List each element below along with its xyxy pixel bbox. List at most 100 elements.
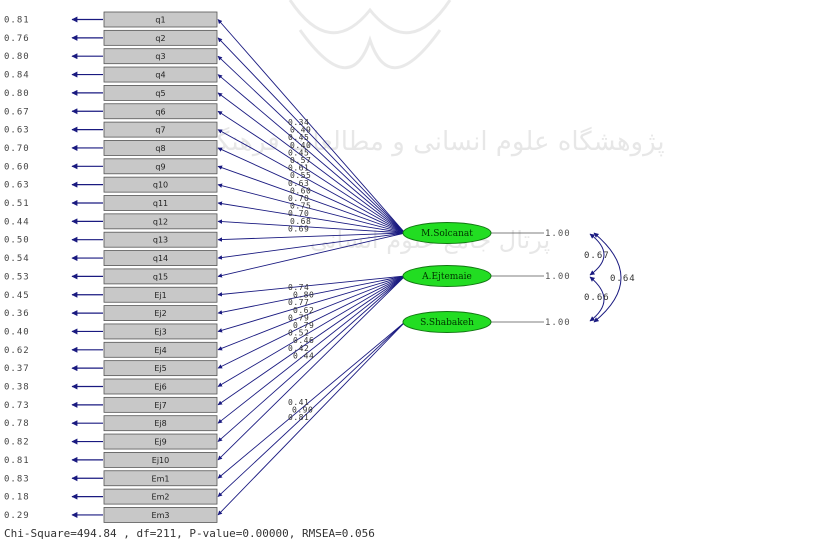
indicator-box[interactable] [103, 341, 218, 358]
error-variance-label: 0.84 [4, 71, 30, 81]
error-variance-label: 0.63 [4, 126, 30, 136]
indicator-box[interactable] [103, 415, 218, 432]
loading-path [217, 92, 406, 234]
indicator-box[interactable] [103, 268, 218, 285]
indicator-box[interactable] [103, 29, 218, 46]
indicator-box[interactable] [103, 433, 218, 450]
indicator-box[interactable] [103, 103, 218, 120]
indicator-box[interactable] [103, 121, 218, 138]
indicator-box[interactable] [103, 66, 218, 83]
loading-label: 0.69 [288, 224, 309, 233]
loading-path [217, 275, 406, 406]
error-variance-label: 0.51 [4, 199, 30, 209]
loading-label: 0.41 [288, 398, 309, 407]
loading-label: 0.60 [290, 186, 311, 195]
indicator-box[interactable] [103, 396, 218, 413]
loading-path [217, 275, 406, 387]
loading-path [217, 183, 406, 234]
error-variance-label: 0.78 [4, 419, 30, 429]
indicator-box[interactable] [103, 305, 218, 322]
error-variance-label: 0.80 [4, 52, 30, 62]
covariance-arc [589, 276, 605, 322]
indicator-box[interactable] [103, 85, 218, 101]
loading-path [217, 275, 406, 369]
loading-label: 0.62 [293, 306, 314, 315]
error-variance-label: 0.60 [4, 162, 30, 172]
error-variance-label: 0.76 [4, 34, 30, 44]
error-variance-label: 0.67 [4, 107, 30, 117]
factor-ellipse[interactable] [402, 265, 492, 287]
loading-label: 0.42 [288, 344, 309, 353]
loading-path [217, 321, 406, 516]
factor-label: M.Solcanat [421, 229, 473, 239]
loading-label: 0.61 [288, 164, 309, 173]
loading-path [217, 232, 406, 260]
indicator-box[interactable] [103, 360, 218, 377]
error-variance-label: 0.82 [4, 438, 30, 448]
loading-path [217, 275, 406, 424]
indicator-label: q10 [153, 181, 168, 190]
error-variance-label: 0.81 [4, 16, 30, 26]
indicator-label: Em3 [152, 511, 170, 520]
covariance-label: 0.67 [584, 251, 610, 261]
loading-path [217, 165, 406, 234]
loading-label: 0.81 [288, 413, 309, 422]
indicator-label: Ej1 [154, 291, 166, 300]
indicator-box[interactable] [103, 507, 218, 523]
error-variance-label: 0.62 [4, 346, 30, 356]
loading-path [217, 275, 406, 461]
loading-path [217, 232, 406, 278]
indicator-box[interactable] [103, 213, 218, 230]
watermark-emblem: پژوهشگاه علوم انسانی و مطالعات فرهنگی پر… [195, 0, 665, 254]
factor-ellipse[interactable] [402, 311, 492, 333]
indicator-label: Ej2 [154, 309, 166, 318]
indicator-label: q7 [155, 126, 165, 135]
error-variance-label: 0.83 [4, 474, 30, 484]
error-variance-label: 0.38 [4, 383, 30, 393]
indicator-label: q12 [153, 217, 168, 226]
loading-label: 0.70 [288, 209, 309, 218]
factor-ellipse[interactable] [402, 222, 492, 244]
covariance-label: 0.64 [610, 274, 636, 284]
indicators-layer [103, 11, 218, 523]
indicator-box[interactable] [103, 250, 218, 266]
indicator-label: q2 [155, 34, 165, 43]
error-variance-label: 0.54 [4, 254, 30, 264]
indicator-box[interactable] [103, 286, 218, 303]
loading-label: 0.75 [290, 202, 311, 211]
loading-label: 0.80 [293, 291, 314, 300]
indicator-label: q4 [155, 71, 165, 80]
indicator-box[interactable] [103, 488, 218, 505]
loading-label: 0.74 [288, 283, 309, 292]
error-variance-label: 0.18 [4, 493, 30, 503]
indicator-label: Ej8 [154, 419, 166, 428]
indicator-box[interactable] [103, 378, 218, 395]
loading-path [217, 129, 406, 234]
loading-path [217, 55, 406, 234]
loading-path [217, 275, 406, 333]
loading-path [217, 275, 406, 351]
indicator-box[interactable] [103, 11, 218, 28]
loading-path [217, 232, 406, 242]
indicator-box[interactable] [103, 176, 218, 193]
loading-label: 0.79 [288, 313, 309, 322]
indicator-label: Ej7 [154, 401, 166, 410]
indicator-box[interactable] [103, 470, 218, 487]
indicator-box[interactable] [103, 231, 218, 248]
loading-path [217, 201, 406, 234]
indicator-box[interactable] [103, 158, 218, 175]
indicator-box[interactable] [103, 48, 218, 65]
loading-label: 0.45 [288, 148, 309, 157]
fit-statistics: Chi-Square=494.84 , df=211, P-value=0.00… [4, 527, 375, 540]
loading-path [217, 147, 406, 234]
indicator-box[interactable] [103, 195, 218, 211]
indicator-box[interactable] [103, 140, 218, 156]
indicator-box[interactable] [103, 323, 218, 340]
indicator-label: q5 [155, 89, 165, 98]
indicator-label: q6 [155, 107, 165, 116]
error-variance-label: 0.37 [4, 364, 30, 374]
indicator-box[interactable] [103, 451, 218, 468]
error-variance-label: 0.36 [4, 309, 30, 319]
